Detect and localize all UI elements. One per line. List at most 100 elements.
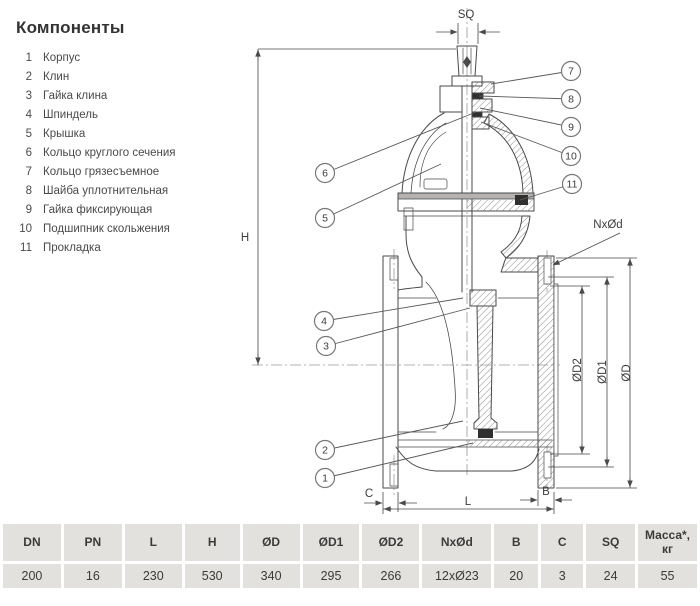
component-number: 9 xyxy=(25,204,32,216)
table-value-cell: 16 xyxy=(63,564,122,588)
table-value-cell: 266 xyxy=(362,564,420,588)
component-number: 7 xyxy=(25,166,32,178)
callout-circle-5 xyxy=(314,207,336,229)
component-item: 11 Прокладка xyxy=(16,239,236,258)
component-label: Клин xyxy=(43,71,70,83)
component-label: Крышка xyxy=(43,128,86,140)
component-label: Гайка фиксирующая xyxy=(43,204,153,216)
table-header-cell: PN xyxy=(63,524,122,561)
callout-number: 4 xyxy=(321,316,327,328)
component-item: 7 Кольцо грязесъемное xyxy=(16,163,236,182)
callout-circle-2 xyxy=(314,439,336,461)
callout-leader xyxy=(324,442,474,479)
component-number: 8 xyxy=(25,185,32,197)
callout-circle-7 xyxy=(560,60,582,82)
table-header-cell: DN xyxy=(3,524,61,561)
table-header-cell: Масса*, кг xyxy=(638,524,697,561)
component-label: Корпус xyxy=(43,52,81,64)
callout-leader xyxy=(325,307,471,347)
table-header-cell: SQ xyxy=(586,524,636,561)
callout-circle-10 xyxy=(560,145,582,167)
table-header-cell: NxØd xyxy=(422,524,492,561)
callout-circle-9 xyxy=(560,116,582,138)
callout-leader xyxy=(490,70,572,85)
component-label: Подшипник скольжения xyxy=(43,223,170,235)
table-value-cell: 340 xyxy=(242,564,300,588)
body xyxy=(395,207,553,472)
table-header-cell: ØD1 xyxy=(302,524,360,561)
callout-number: 5 xyxy=(322,213,328,225)
callout-number: 3 xyxy=(323,341,329,353)
dim-label-sq: SQ xyxy=(458,9,475,21)
dim-label-od2: ØD2 xyxy=(572,358,584,382)
callout-number: 8 xyxy=(568,94,574,106)
dim-label-nxod: NxØd xyxy=(593,219,622,231)
table-header-cell: B xyxy=(494,524,539,561)
table-header-cell: H xyxy=(184,524,240,561)
callout-circle-3 xyxy=(315,335,337,357)
component-item: 9 Гайка фиксирующая xyxy=(16,201,236,220)
component-label: Прокладка xyxy=(43,242,101,254)
component-label: Кольцо грязесъемное xyxy=(43,166,160,178)
callout-circle-11 xyxy=(561,173,583,195)
component-label: Кольцо круглого сечения xyxy=(43,147,176,159)
table-value-cell: 20 xyxy=(494,564,539,588)
valve-body-geometry xyxy=(382,45,559,489)
component-label: Гайка клина xyxy=(43,90,108,102)
table-header-cell: L xyxy=(124,524,182,561)
dim-label-od1: ØD1 xyxy=(597,360,609,384)
right-flange xyxy=(537,255,559,489)
callout-number: 10 xyxy=(565,151,577,163)
left-flange xyxy=(382,255,399,489)
callout-number: 2 xyxy=(322,445,328,457)
table-header-cell: ØD2 xyxy=(362,524,420,561)
component-item: 4 Шпиндель xyxy=(16,106,236,125)
component-number: 4 xyxy=(25,109,32,121)
callout-circle-8 xyxy=(560,88,582,110)
dimension-labels: SQ H NxØd ØD2 ØD1 ØD C L B xyxy=(241,9,633,508)
component-item: 1 Корпус xyxy=(16,49,236,68)
table-value-cell: 230 xyxy=(124,564,182,588)
callout-number: 1 xyxy=(322,473,328,485)
table-header-cell: ØD xyxy=(242,524,300,561)
component-number: 6 xyxy=(25,147,32,159)
bonnet xyxy=(397,112,535,217)
callout-leader xyxy=(324,420,464,451)
table-value-cell: 530 xyxy=(184,564,240,588)
table-value-cell: 55 xyxy=(638,564,697,588)
callout-circle-6 xyxy=(314,162,336,184)
dim-label-h: H xyxy=(241,232,249,244)
callout-circle-1 xyxy=(314,467,336,489)
callout-leader xyxy=(323,297,464,322)
callout-leader xyxy=(479,107,572,128)
dim-label-l: L xyxy=(465,496,472,508)
table-value-cell: 200 xyxy=(3,564,61,588)
component-number: 1 xyxy=(25,52,32,64)
component-label: Шайба уплотнительная xyxy=(43,185,169,197)
component-label: Шпиндель xyxy=(43,109,98,121)
callout-leader xyxy=(478,95,572,100)
callout-number: 7 xyxy=(568,66,574,78)
component-number: 3 xyxy=(25,90,32,102)
callout-number: 11 xyxy=(567,179,578,191)
callout-number: 9 xyxy=(568,122,574,134)
table-value-cell: 3 xyxy=(541,564,584,588)
dim-label-c: C xyxy=(365,488,373,500)
table-value-cell: 24 xyxy=(586,564,636,588)
component-item: 6 Кольцо круглого сечения xyxy=(16,144,236,163)
table-value-cell: 12xØ23 xyxy=(422,564,492,588)
table-header-cell: C xyxy=(541,524,584,561)
components-title: Компоненты xyxy=(16,18,125,37)
callout-leader xyxy=(324,111,477,174)
table-value-cell: 295 xyxy=(302,564,360,588)
component-number: 11 xyxy=(20,242,32,254)
